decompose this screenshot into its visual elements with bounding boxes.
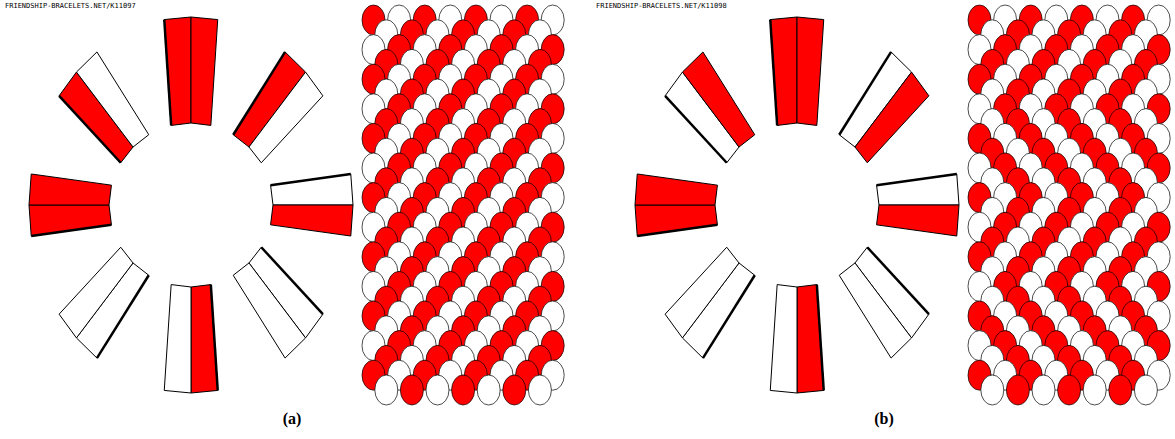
thread-slot (191, 17, 218, 125)
panel-caption: (a) (283, 410, 302, 428)
braid-stitch (1083, 375, 1106, 405)
slot-edge (233, 52, 285, 135)
braid-pattern (968, 5, 1170, 405)
braid-stitch (1032, 375, 1055, 405)
braid-stitch (1134, 375, 1157, 405)
slot-edge (164, 20, 171, 126)
slot-edge (637, 225, 717, 236)
braid-stitch (1058, 375, 1081, 405)
thread-slot (877, 205, 959, 236)
braid-disk (29, 17, 353, 393)
thread-slot (635, 174, 717, 205)
thread-slot (233, 263, 305, 358)
thread-slot (29, 174, 111, 205)
slot-edge (211, 285, 218, 391)
slot-edge (59, 96, 121, 163)
slot-edge (665, 96, 727, 163)
thread-slot (164, 17, 191, 125)
slot-edge (261, 247, 323, 314)
thread-slot (271, 174, 353, 205)
braid-stitch (477, 375, 500, 405)
braid-stitch (452, 375, 475, 405)
braid-stitch (503, 375, 526, 405)
slot-edge (839, 52, 891, 135)
source-url: FRIENDSHIP-BRACELETS.NET/K11098 (596, 2, 727, 11)
thread-slot (249, 72, 323, 163)
thread-slot (59, 247, 133, 338)
slot-edge (703, 275, 755, 358)
thread-slot (76, 52, 148, 147)
thread-slot (164, 285, 191, 393)
thread-slot (635, 205, 717, 236)
thread-slot (682, 52, 754, 147)
braid-stitch (981, 375, 1004, 405)
braid-stitch (375, 375, 398, 405)
slot-edge (31, 225, 111, 236)
thread-slot (839, 263, 911, 358)
slot-edge (877, 174, 957, 185)
braid-pattern (362, 5, 564, 405)
braid-stitch (1109, 375, 1132, 405)
slot-edge (770, 20, 777, 126)
slot-edge (817, 285, 824, 391)
source-url: FRIENDSHIP-BRACELETS.NET/K11097 (5, 2, 136, 11)
thread-slot (770, 17, 797, 125)
braid-disk (635, 17, 959, 393)
slot-edge (867, 247, 929, 314)
thread-slot (770, 285, 797, 393)
braid-stitch (528, 375, 551, 405)
thread-slot (665, 247, 739, 338)
thread-slot (191, 285, 218, 393)
slot-edge (97, 275, 149, 358)
panel-caption: (b) (874, 410, 894, 428)
thread-slot (877, 174, 959, 205)
thread-slot (29, 205, 111, 236)
thread-slot (797, 285, 824, 393)
thread-slot (855, 72, 929, 163)
braid-stitch (400, 375, 423, 405)
braid-stitch (1006, 375, 1029, 405)
thread-slot (271, 205, 353, 236)
braid-stitch (426, 375, 449, 405)
slot-edge (271, 174, 351, 185)
thread-slot (797, 17, 824, 125)
